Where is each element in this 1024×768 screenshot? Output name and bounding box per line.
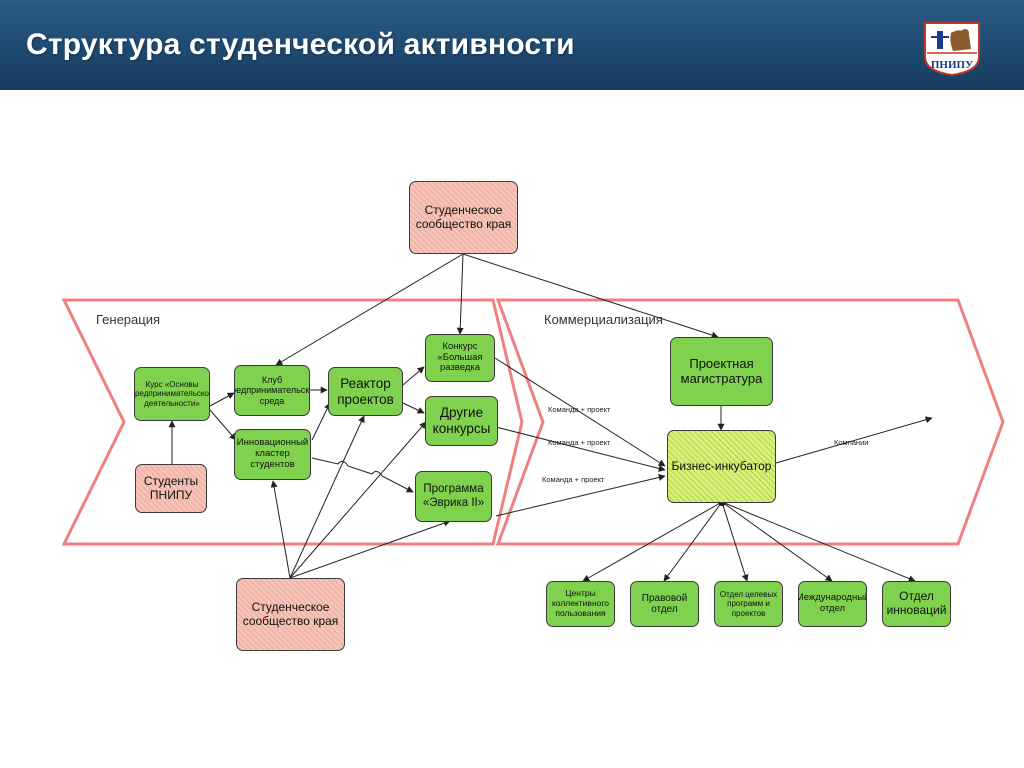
- logo-wordmark: ПНИПУ: [930, 59, 974, 71]
- edge-incubator-companies: [775, 416, 933, 464]
- edge-community-magistratura: [462, 253, 719, 339]
- logo-emblem-icon: [924, 22, 980, 77]
- edge-community-contest: [456, 253, 464, 335]
- edge-incubator-innovation: [721, 501, 916, 582]
- node-other-contests: Другие конкурсы: [425, 396, 498, 446]
- node-community-top: Студенческое сообщество края: [409, 181, 518, 254]
- edge-community-club: [275, 253, 464, 366]
- node-community-bottom: Студенческое сообщество края: [236, 578, 345, 651]
- edge-incubator-centers: [582, 501, 723, 582]
- node-club: Клуб Предпринимательская среда: [234, 365, 310, 416]
- edge-reactor-contest: [402, 366, 425, 386]
- edge-cluster-evrika: [311, 457, 414, 493]
- node-evrika: Программа «Эврика II»: [415, 471, 492, 522]
- edge-incubator-targeted: [721, 501, 749, 582]
- edge-label-team-1: Команда + проект: [548, 405, 611, 414]
- diagram-graphics: [61, 253, 1005, 582]
- edge-bottom-evrika: [289, 519, 451, 579]
- edge-contest-incubator: [494, 357, 666, 467]
- edge-label-team-2: Команда + проект: [548, 438, 611, 447]
- edge-incubator-legal: [663, 501, 723, 582]
- node-targeted: Отдел целевых программ и проектов: [714, 581, 783, 627]
- edge-course-cluster: [209, 409, 237, 441]
- node-incubator: Бизнес-инкубатор: [667, 430, 776, 503]
- edge-course-club: [209, 392, 235, 407]
- edge-bottom-other: [289, 421, 427, 579]
- generation-band-label: Генерация: [96, 312, 161, 327]
- edge-evrika-incubator: [495, 474, 666, 517]
- node-centers: Центры коллективного пользования: [546, 581, 615, 627]
- commercialization-band-label: Коммерциализация: [544, 312, 663, 327]
- edge-label-team-3: Команда + проект: [542, 475, 605, 484]
- slide-header: Структура студенческой активности ПНИПУ: [0, 0, 1024, 90]
- page-title: Структура студенческой активности: [26, 28, 575, 61]
- node-international: Международный отдел: [798, 581, 867, 627]
- edge-incubator-international: [721, 501, 833, 582]
- edge-bottom-cluster: [270, 480, 291, 579]
- edge-cluster-reactor: [311, 402, 331, 441]
- university-logo: ПНИПУ: [921, 19, 983, 77]
- node-students: Студенты ПНИПУ: [135, 464, 207, 513]
- diagram-canvas: Генерация Коммерциализация Студенческое …: [0, 90, 1024, 768]
- node-reactor: Реактор проектов: [328, 367, 403, 416]
- edge-label-companies: Компании: [834, 438, 869, 447]
- edge-reactor-other: [402, 402, 425, 414]
- node-cluster: Инновационный кластер студентов: [234, 429, 311, 480]
- edge-other-incubator: [495, 426, 666, 472]
- node-contest-big: Конкурс «Большая разведка: [425, 334, 495, 382]
- edge-bottom-reactor: [289, 415, 365, 579]
- generation-band: [61, 298, 524, 546]
- node-innovation: Отдел инноваций: [882, 581, 951, 627]
- node-legal: Правовой отдел: [630, 581, 699, 627]
- commercialization-band: [495, 298, 1005, 546]
- node-course: Курс «Основы предпринимательской деятель…: [134, 367, 210, 421]
- node-magistratura: Проектная магистратура: [670, 337, 773, 406]
